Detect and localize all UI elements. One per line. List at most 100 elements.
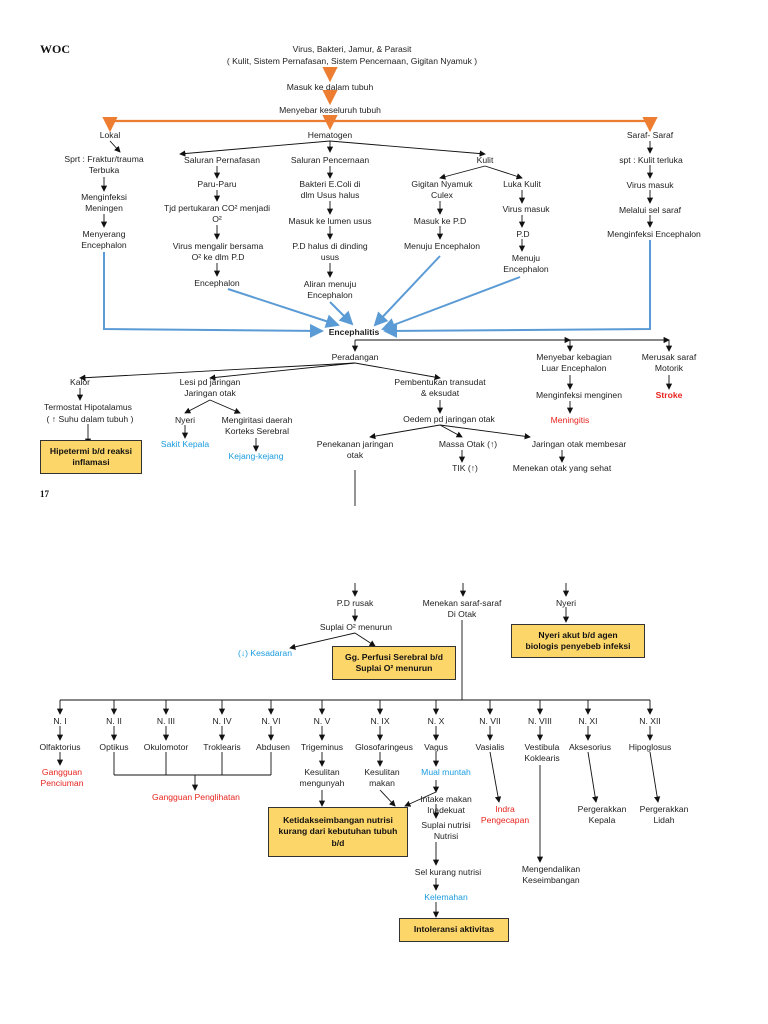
nerve-name: Olfaktorius xyxy=(39,742,81,752)
gigitan-node-3: Menuju Encephalon xyxy=(404,241,480,251)
nerve-code: N. IX xyxy=(370,716,390,726)
nyeri-akut-diagnosis-box: Nyeri akut b/d agen biologis penyebeb in… xyxy=(511,624,645,658)
nerve-name: Vagus xyxy=(424,742,448,752)
luka-node-4: Menuju Encephalon xyxy=(503,253,549,275)
suplai-node: Suplai O² menurun xyxy=(319,622,393,632)
nutrisi-diagnosis-box: Ketidakseimbangan nutrisi kurang dari ke… xyxy=(268,807,408,857)
nerve-code: N. III xyxy=(156,716,176,726)
lokal-node-1: Sprt : Fraktur/trauma Terbuka xyxy=(64,154,144,176)
pernafasan-node-3: Virus mengalir bersama O² ke dlm P.D xyxy=(172,241,264,263)
nerve-name: Vasialis xyxy=(475,742,505,752)
enter-text: Masuk ke dalam tubuh xyxy=(286,82,374,92)
suhu-node: ( ↑ Suhu dalam tubuh ) xyxy=(46,414,134,424)
iritasi-node: Mengiritasi daerah Korteks Serebral xyxy=(221,415,293,437)
oedem-node: Oedem pd jaringan otak xyxy=(403,414,495,424)
nerve-code: N. I xyxy=(53,716,67,726)
pernafasan-node-4: Encephalon xyxy=(194,278,240,288)
gigitan-node-1: Gigitan Nyamuk Culex xyxy=(411,179,473,201)
luka-node-3: P.D xyxy=(516,229,530,239)
page-number: 17 xyxy=(40,489,49,499)
nerve-code: N. VI xyxy=(261,716,281,726)
intake-effect: Intake makan Inadekuat xyxy=(420,794,472,816)
lokal-node-3: Menyerang Encephalon xyxy=(81,229,127,251)
kulit-label: Kulit xyxy=(476,155,494,165)
luka-node-1: Luka Kulit xyxy=(503,179,541,189)
stroke-node: Stroke xyxy=(655,390,683,400)
cause-text: Virus, Bakteri, Jamur, & Parasit xyxy=(292,44,412,54)
mengunyah-effect: Kesulitan mengunyah xyxy=(299,767,345,789)
tik-node: TIK (↑) xyxy=(452,463,478,473)
pernafasan-node-2: Tjd pertukaran CO² menjadi O² xyxy=(163,203,271,225)
nerve-code: N. IV xyxy=(212,716,232,726)
sel-kurang-effect: Sel kurang nutrisi xyxy=(414,867,482,877)
saraf-node-2: Virus masuk xyxy=(626,180,674,190)
blue-arrows xyxy=(103,240,651,338)
nerve-name: Okulomotor xyxy=(143,742,189,752)
termostat-node: Termostat Hipotalamus xyxy=(44,402,132,412)
makan-effect: Kesulitan makan xyxy=(364,767,400,789)
perfusi-diagnosis-box: Gg. Perfusi Serebral b/d Suplai O² menur… xyxy=(332,646,456,680)
hipertermi-diagnosis-box: Hipetermi b/d reaksi inflamasi xyxy=(40,440,142,474)
kejang-node: Kejang-kejang xyxy=(228,451,284,461)
suplai-nutrisi-effect: Suplai nutrisi Nutrisi xyxy=(421,820,471,842)
nerve-name: Trigeminus xyxy=(300,742,344,752)
pencernaan-label: Saluran Pencernaan xyxy=(290,155,370,165)
lidah-effect: Pergerakkan Lidah xyxy=(639,804,689,826)
nerve-name: Abdusen xyxy=(256,742,290,752)
routes-text: ( Kulit, Sistem Pernafasan, Sistem Pence… xyxy=(226,56,478,66)
pernafasan-label: Saluran Pernafasan xyxy=(184,155,260,165)
nerve-code: N. VIII xyxy=(528,716,552,726)
nerve-code: N. XII xyxy=(639,716,661,726)
nyeri-node: Nyeri xyxy=(174,415,196,425)
nerve-code: N. V xyxy=(313,716,331,726)
saraf-node-4: Menginfeksi Encephalon xyxy=(607,229,701,239)
nerve-code: N. VII xyxy=(479,716,501,726)
merusak-node-1: Merusak saraf Motorik xyxy=(641,352,697,374)
nerve-name: Aksesorius xyxy=(568,742,612,752)
jaringan-membesar-node: Jaringan otak membesar xyxy=(531,439,627,449)
menekan-sehat-node: Menekan otak yang sehat xyxy=(512,463,612,473)
saraf-label: Saraf- Saraf xyxy=(626,130,674,140)
pencernaan-node-1: Bakteri E.Coli di dlm Usus halus xyxy=(299,179,361,201)
nyeri-lower-node: Nyeri xyxy=(555,598,577,608)
nerve-name: Optikus xyxy=(99,742,129,752)
sakit-kepala-node: Sakit Kepala xyxy=(160,439,210,449)
pengecapan-effect: Indra Pengecapan xyxy=(480,804,530,826)
luka-node-2: Virus masuk xyxy=(502,204,550,214)
pencernaan-node-4: Aliran menuju Encephalon xyxy=(303,279,357,301)
peradangan-label: Peradangan xyxy=(331,352,379,362)
saraf-node-1: spt : Kulit terluka xyxy=(619,155,683,165)
lesi-node: Lesi pd jaringan Jaringan otak xyxy=(179,377,241,399)
meningitis-node: Meningitis xyxy=(550,415,590,425)
intoleransi-diagnosis-box: Intoleransi aktivitas xyxy=(399,918,509,942)
kelemahan-effect: Kelemahan xyxy=(424,892,468,902)
nerve-code: N. X xyxy=(427,716,445,726)
pencernaan-node-3: P.D halus di dinding usus xyxy=(292,241,368,263)
lokal-node-2: Menginfeksi Meningen xyxy=(81,192,127,214)
hematogen-label: Hematogen xyxy=(307,130,353,140)
orange-arrows xyxy=(102,66,658,133)
saraf-node-3: Melalui sel saraf xyxy=(618,205,682,215)
menyebar-node-1: Menyebar kebagian Luar Encephalon xyxy=(536,352,612,374)
lokal-label: Lokal xyxy=(99,130,121,140)
nerve-code: N. II xyxy=(106,716,122,726)
mual-effect: Mual muntah xyxy=(421,767,471,777)
black-arrows xyxy=(56,140,673,918)
gigitan-node-2: Masuk ke P.D xyxy=(413,216,467,226)
kesadaran-node: (↓) Kesadaran xyxy=(238,648,292,658)
page-title: WOC xyxy=(40,42,70,56)
nerve-name: Glosofaringeus xyxy=(355,742,413,752)
nerve-name: Hipoglosus xyxy=(628,742,672,752)
pernafasan-node-1: Paru-Paru xyxy=(197,179,237,189)
nerve-name: Vestibula Koklearis xyxy=(524,742,560,764)
pencernaan-node-2: Masuk ke lumen usus xyxy=(288,216,372,226)
keseimbangan-effect: Mengendalikan Keseimbangan xyxy=(521,864,581,886)
penciuman-effect: Gangguan Penciuman xyxy=(40,767,84,789)
menyebar-node-2: Menginfeksi menginen xyxy=(536,390,622,400)
massa-node: Massa Otak (↑) xyxy=(438,439,498,449)
nerve-code: N. XI xyxy=(578,716,598,726)
kepala-effect: Pergerakkan Kepala xyxy=(577,804,627,826)
transudat-node: Pembentukan transudat & eksudat xyxy=(394,377,486,399)
kalor-node: Kalor xyxy=(69,377,91,387)
